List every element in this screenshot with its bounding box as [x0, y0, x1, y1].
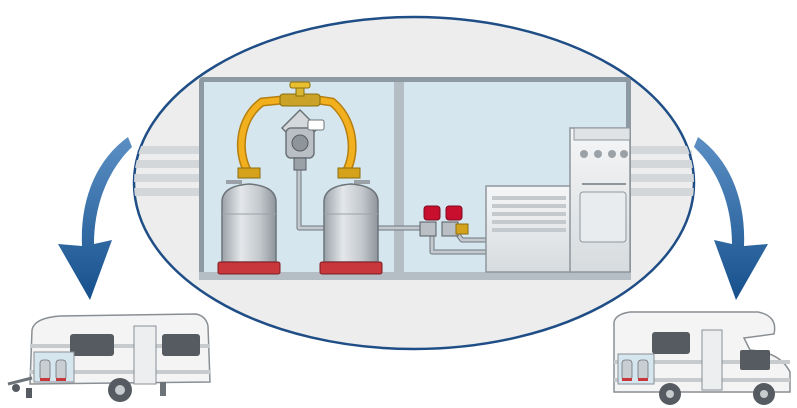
heater-icon [485, 185, 573, 273]
arrow-right-down-icon [694, 137, 768, 300]
caravan-icon [7, 313, 211, 402]
gas-regulator-icon [279, 81, 325, 171]
wall-stripes-inner [134, 146, 694, 196]
shutoff-valve-icon [419, 205, 469, 237]
gas-cylinder-icon [217, 167, 281, 275]
gas-cylinder-icon [319, 167, 383, 275]
stove-icon [569, 127, 631, 273]
motorhome-icon [613, 311, 791, 405]
arrow-left-down-icon [58, 137, 132, 300]
yellow-hoses [236, 95, 357, 177]
